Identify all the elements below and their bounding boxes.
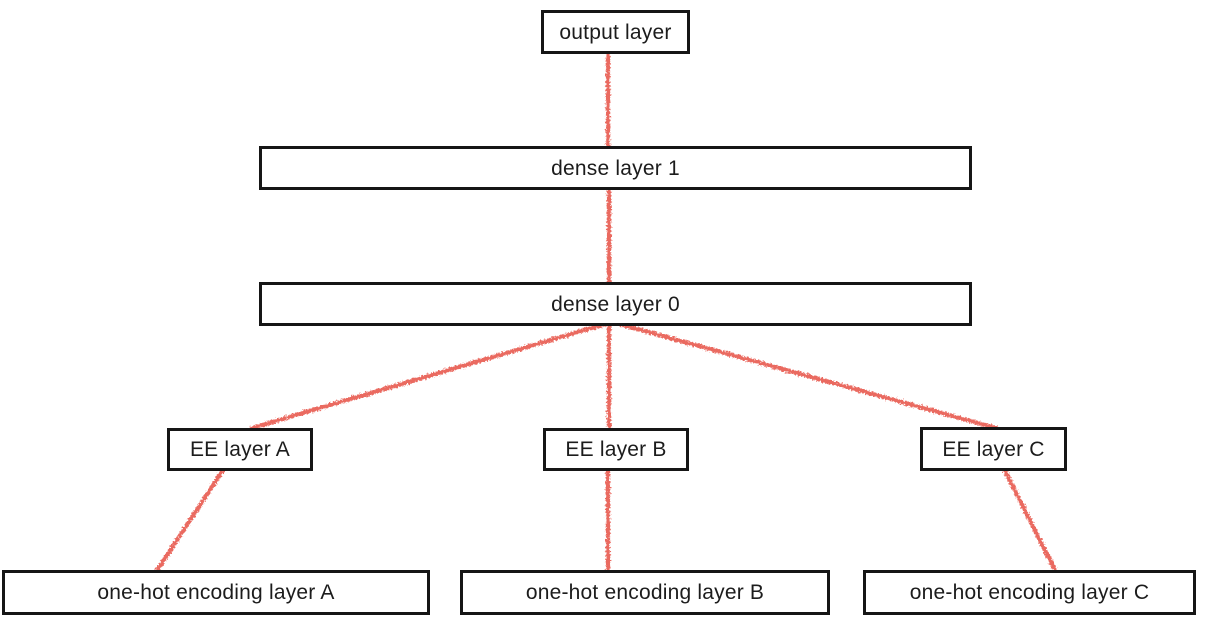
edge-ee-layer-c--one-hot-c (1000, 464, 1059, 575)
node-dense-layer-1: dense layer 1 (259, 146, 972, 190)
node-one-hot-c: one-hot encoding layer C (863, 570, 1196, 615)
node-label-one-hot-c: one-hot encoding layer C (909, 581, 1150, 604)
node-label-dense-layer-1: dense layer 1 (551, 156, 680, 180)
node-output-layer: output layer (541, 10, 690, 54)
node-dense-layer-0: dense layer 0 (259, 282, 972, 326)
node-one-hot-b: one-hot encoding layer B (460, 570, 830, 615)
node-label-dense-layer-0: dense layer 0 (551, 292, 680, 316)
node-ee-layer-a: EE layer A (167, 428, 313, 471)
edge-dense-layer-0--ee-layer-c (609, 319, 999, 431)
edge-ee-layer-a--one-hot-a (153, 464, 228, 575)
node-label-one-hot-a: one-hot encoding layer A (97, 581, 335, 604)
node-one-hot-a: one-hot encoding layer A (2, 570, 430, 615)
node-ee-layer-c: EE layer C (920, 427, 1067, 471)
edge-dense-layer-0--ee-layer-a (249, 319, 615, 431)
node-label-one-hot-b: one-hot encoding layer B (525, 581, 765, 604)
node-label-output-layer: output layer (559, 20, 672, 44)
node-label-ee-layer-b: EE layer B (565, 438, 667, 461)
edge-group (153, 49, 1059, 575)
node-label-ee-layer-c: EE layer C (942, 437, 1045, 461)
node-ee-layer-b: EE layer B (543, 428, 689, 471)
node-label-ee-layer-a: EE layer A (189, 438, 291, 461)
